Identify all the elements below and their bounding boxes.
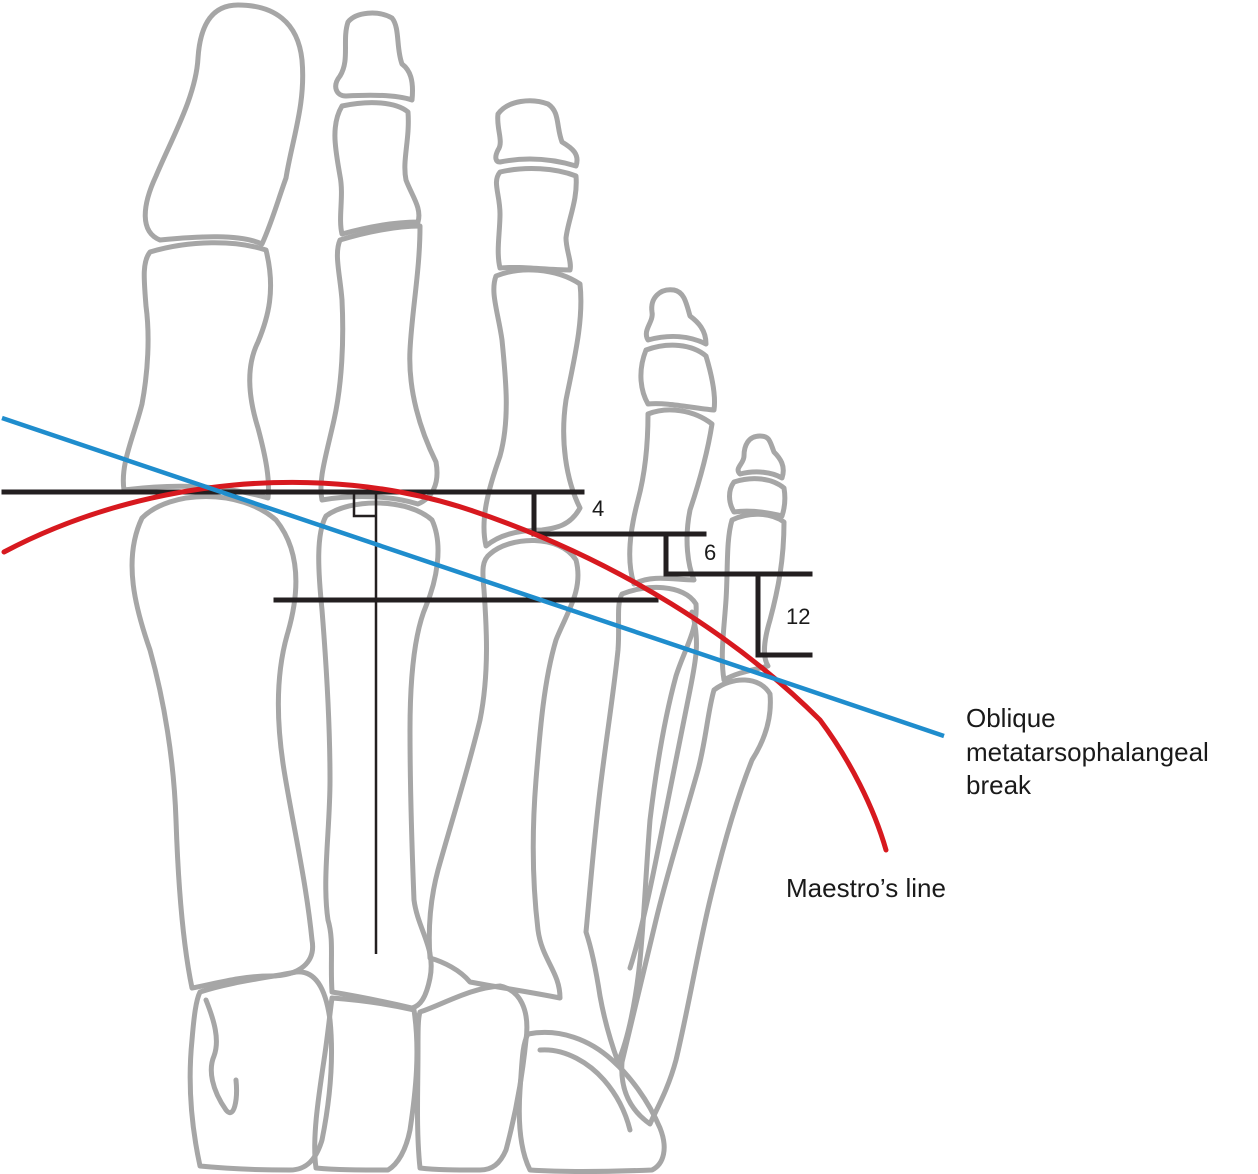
third-toe-middle-phalanx xyxy=(493,166,579,273)
oblique-label-line-2: metatarsophalangeal xyxy=(966,737,1209,767)
maestro-line-label: Maestro’s line xyxy=(786,873,946,903)
measurement-label-6: 6 xyxy=(704,540,716,565)
fourth-toe-proximal-phalanx xyxy=(627,407,715,587)
oblique-label-line-3: break xyxy=(966,770,1032,800)
measurement-label-12: 12 xyxy=(786,604,810,629)
foot-bones xyxy=(120,2,788,1174)
second-toe-distal-phalanx xyxy=(333,10,415,103)
fourth-toe-distal-phalanx xyxy=(643,287,709,347)
lateral-cuneiform xyxy=(415,983,530,1173)
second-toe-middle-phalanx xyxy=(332,100,422,237)
oblique-label-line-1: Oblique xyxy=(966,703,1056,733)
oblique-break-annotation: Oblique metatarsophalangeal break xyxy=(966,703,1209,800)
second-toe-proximal-phalanx xyxy=(318,223,440,507)
medial-cuneiform xyxy=(187,969,335,1173)
fifth-metatarsal xyxy=(619,677,773,1127)
fifth-toe-middle-phalanx xyxy=(727,476,788,519)
measurement-lines xyxy=(1,489,813,954)
intermediate-cuneiform xyxy=(312,995,420,1173)
cuboid xyxy=(516,1029,667,1174)
third-toe-proximal-phalanx xyxy=(481,267,584,549)
third-toe-distal-phalanx xyxy=(493,98,580,169)
oblique-break-line xyxy=(1,415,945,739)
first-metatarsal xyxy=(129,494,316,991)
second-metatarsal xyxy=(316,500,441,1011)
fourth-toe-middle-phalanx xyxy=(638,342,717,413)
third-metatarsal xyxy=(426,537,581,1001)
hallux-distal-phalanx xyxy=(142,2,306,247)
cuboid-facet xyxy=(537,1047,633,1133)
fifth-toe-proximal-phalanx xyxy=(719,511,787,683)
maestro-line-curve xyxy=(1,479,889,853)
lateral-metatarsal-outline xyxy=(627,609,699,971)
measurement-label-4: 4 xyxy=(592,496,604,521)
medial-cuneiform-facet xyxy=(203,997,239,1115)
fifth-toe-distal-phalanx xyxy=(735,433,786,481)
hallux-proximal-phalanx xyxy=(120,240,274,501)
right-angle-marker xyxy=(352,494,376,518)
